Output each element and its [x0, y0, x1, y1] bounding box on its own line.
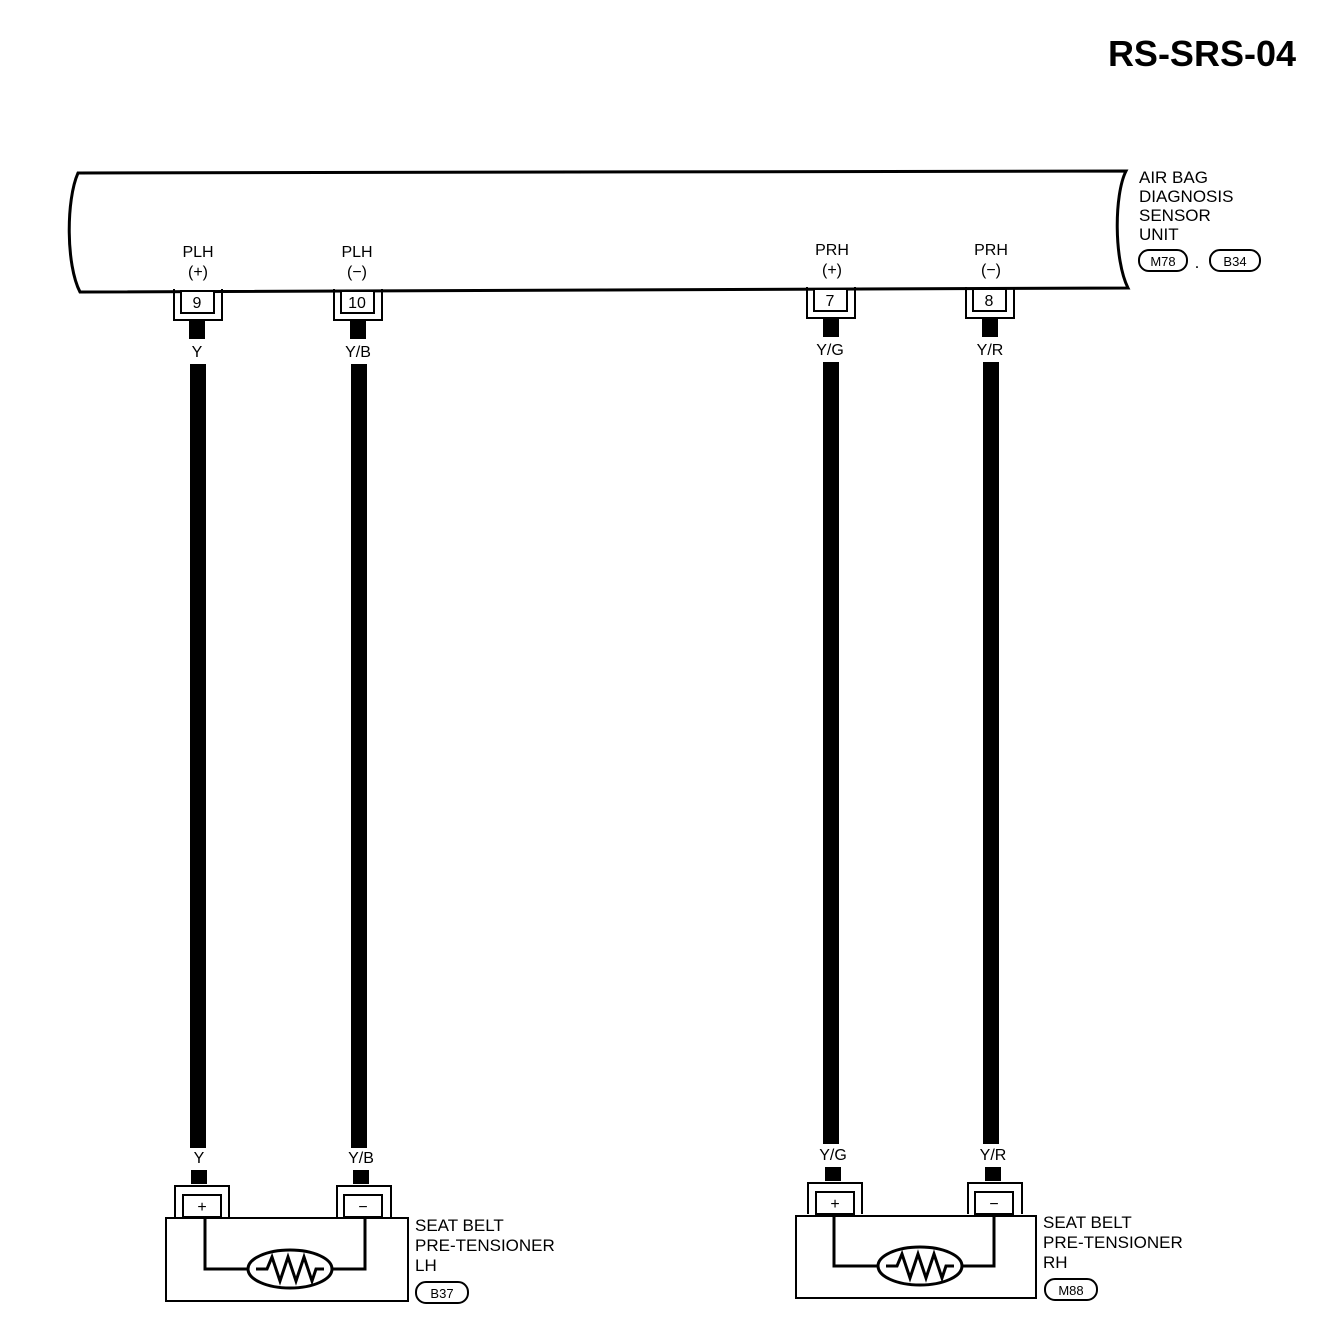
wire-stub [985, 1167, 1001, 1181]
internal-circuit [203, 1218, 367, 1271]
terminal-plh-minus: PLH (−) 10 Y/B [333, 244, 383, 1148]
pretensioner-lh: Y Y/B + − SEAT BELT PRE-TENSIONER LH B37 [165, 1150, 555, 1304]
terminal-prh-plus: PRH (+) 7 Y/G [806, 242, 856, 1144]
plus-terminal-label: + [830, 1196, 839, 1213]
sensor-unit-name-line: SENSOR [1139, 206, 1211, 225]
connector-bracket [333, 289, 383, 321]
connector-id: M78 [1150, 254, 1175, 269]
connector-badge [1044, 1278, 1098, 1301]
wire-stub [191, 1170, 207, 1184]
pin-number: 7 [826, 293, 835, 310]
sensor-unit-name-line: UNIT [1139, 225, 1179, 244]
wire-stub [350, 321, 366, 339]
pin-box [974, 1191, 1014, 1215]
wire [983, 362, 999, 1144]
pretensioner-name-line: SEAT BELT [415, 1216, 504, 1235]
plus-terminal-label: + [197, 1199, 206, 1216]
pretensioner-body [795, 1215, 1037, 1299]
pretensioner-name-line: LH [415, 1256, 437, 1275]
connector-id: B37 [430, 1286, 453, 1301]
resistor-icon [256, 1252, 324, 1286]
sensor-unit-label: AIR BAG DIAGNOSIS SENSOR UNIT M78 . B34 [1138, 168, 1261, 272]
terminal-plh-plus: PLH (+) 9 Y [173, 244, 223, 1148]
connector-bracket [173, 289, 223, 321]
wire-color-label: Y/G [816, 342, 844, 359]
pin-number: 8 [985, 293, 994, 310]
pin-box [972, 288, 1007, 312]
wire-stub [353, 1170, 369, 1184]
connector-badge [1138, 249, 1188, 272]
minus-terminal-label: − [358, 1199, 367, 1216]
wire-color-label: Y [194, 1150, 205, 1167]
pin-box [340, 290, 375, 314]
wire-color-label: Y/R [980, 1147, 1007, 1164]
wire-color-label: Y/B [345, 344, 371, 361]
wire-stub [189, 321, 205, 339]
terminal-polarity: (+) [822, 262, 842, 279]
terminal-name: PLH [182, 244, 213, 261]
pretensioner-name-line: PRE-TENSIONER [1043, 1233, 1183, 1252]
wire-color-label: Y/B [348, 1150, 374, 1167]
resistor-icon [886, 1249, 954, 1283]
internal-circuit [832, 1216, 996, 1268]
terminal-name: PRH [974, 242, 1008, 259]
wire-stub [982, 319, 998, 337]
wire-stub [823, 319, 839, 337]
terminal-prh-minus: PRH (−) 8 Y/R [965, 242, 1015, 1144]
connector-separator: . [1195, 253, 1200, 272]
connector-id: B34 [1223, 254, 1246, 269]
pretensioner-name-line: PRE-TENSIONER [415, 1236, 555, 1255]
wire-color-label: Y [192, 344, 203, 361]
wire-stub [825, 1167, 841, 1181]
pin-number: 10 [348, 295, 366, 312]
wire [351, 364, 367, 1148]
connector-badge [415, 1281, 469, 1304]
connector-bracket [336, 1185, 392, 1217]
connector-bracket [807, 1182, 863, 1214]
connector-bracket [174, 1185, 230, 1217]
connector-bracket [806, 287, 856, 319]
pin-box [815, 1191, 855, 1215]
pin-box [343, 1194, 383, 1218]
pretensioner-name-line: RH [1043, 1253, 1068, 1272]
connector-bracket [967, 1182, 1023, 1214]
pin-box [182, 1194, 222, 1218]
pretensioner-body [165, 1217, 409, 1302]
sensor-unit-name-line: DIAGNOSIS [1139, 187, 1233, 206]
pretensioner-rh: Y/G Y/R + − SEAT BELT PRE-TENSIONER RH M… [795, 1147, 1183, 1301]
sensor-unit-body [67, 169, 1131, 294]
wire [823, 362, 839, 1144]
wire-color-label: Y/R [977, 342, 1004, 359]
wire [190, 364, 206, 1148]
terminal-name: PRH [815, 242, 849, 259]
pretensioner-name-line: SEAT BELT [1043, 1213, 1132, 1232]
connector-bracket [965, 287, 1015, 319]
pin-number: 9 [193, 295, 202, 312]
connector-badge [1209, 249, 1261, 272]
terminal-name: PLH [341, 244, 372, 261]
connector-id: M88 [1058, 1283, 1083, 1298]
pin-box [180, 290, 215, 314]
terminal-polarity: (+) [188, 264, 208, 281]
terminal-polarity: (−) [347, 264, 367, 281]
wire-color-label: Y/G [819, 1147, 847, 1164]
terminal-polarity: (−) [981, 262, 1001, 279]
sensor-unit-name-line: AIR BAG [1139, 168, 1208, 187]
page-title: RS-SRS-04 [1108, 33, 1296, 74]
minus-terminal-label: − [989, 1196, 998, 1213]
pin-box [813, 288, 848, 312]
